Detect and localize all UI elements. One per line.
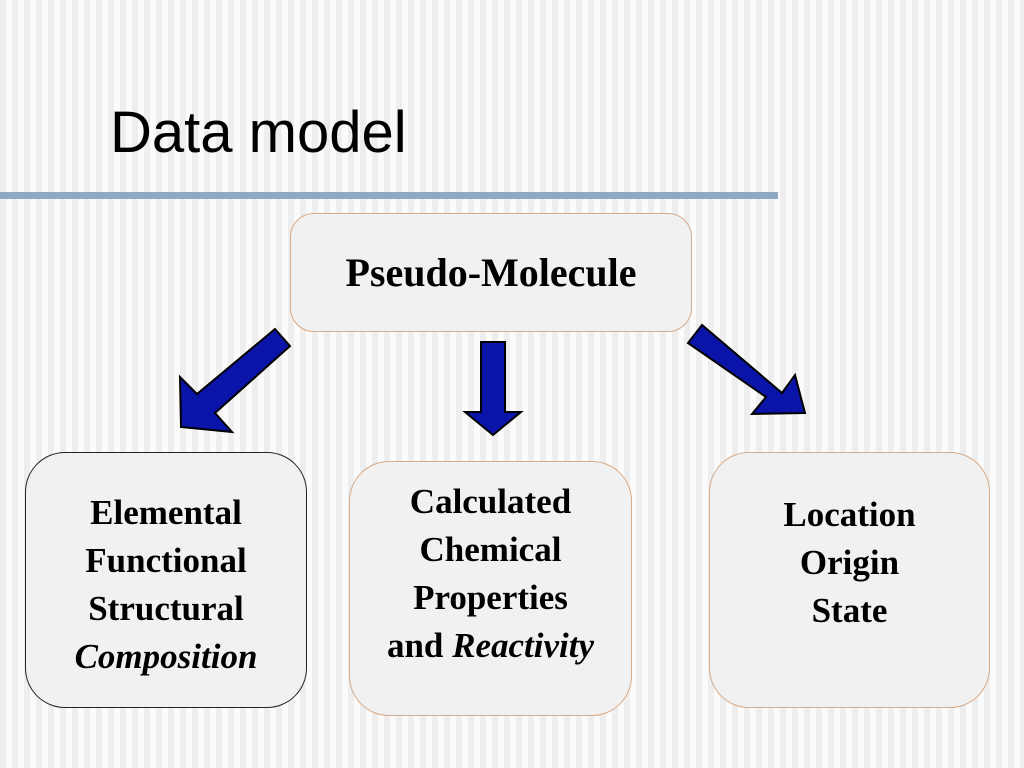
properties-line-3: Properties xyxy=(413,578,568,617)
properties-line-1: Calculated xyxy=(409,482,572,521)
arrow-to-composition-icon xyxy=(178,327,292,434)
properties-line-2: Chemical xyxy=(419,530,562,569)
location-line-2: Origin xyxy=(799,543,900,582)
composition-line-4: Composition xyxy=(74,637,258,676)
arrow-to-properties-icon xyxy=(462,341,524,437)
pseudo-molecule-box: Pseudo-Molecule xyxy=(290,213,692,332)
composition-line-1: Elemental xyxy=(90,493,242,532)
composition-box: Elemental Functional Structural Composit… xyxy=(25,452,307,708)
location-line-1: Location xyxy=(783,495,916,534)
properties-and-text: and xyxy=(386,626,453,665)
composition-line-2: Functional xyxy=(85,541,247,580)
properties-line-4: and Reactivity xyxy=(387,622,594,670)
pseudo-molecule-label: Pseudo-Molecule xyxy=(345,250,637,295)
properties-box: Calculated Chemical Properties and React… xyxy=(349,461,632,716)
location-line-3: State xyxy=(811,591,888,630)
slide-title: Data model xyxy=(110,100,407,165)
location-box: Location Origin State xyxy=(709,452,990,708)
composition-line-3: Structural xyxy=(88,589,244,628)
arrow-to-location-icon xyxy=(686,323,807,416)
title-rule xyxy=(0,192,778,199)
properties-reactivity-text: Reactivity xyxy=(452,626,595,665)
